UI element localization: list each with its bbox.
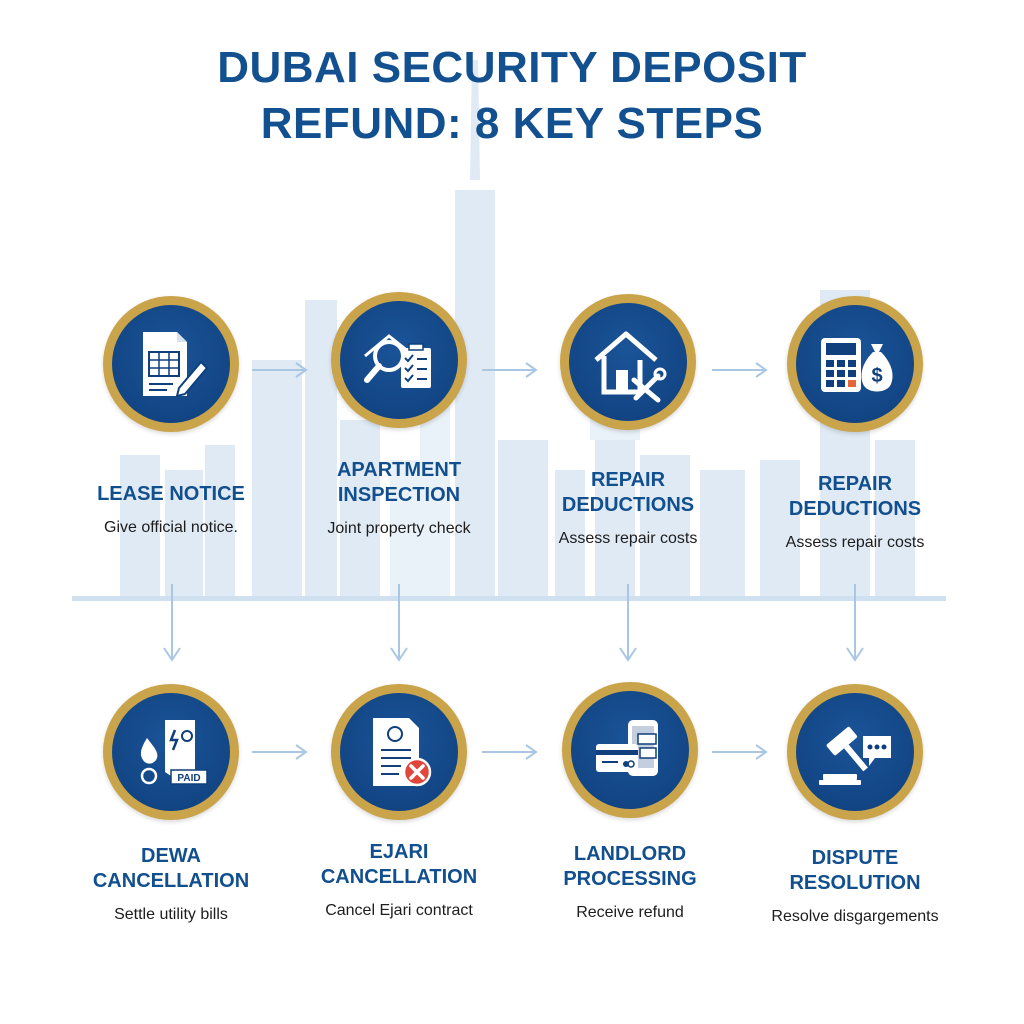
contract-cancel-icon <box>373 718 432 787</box>
step-repair-deductions-1: REPAIR DEDUCTIONS Assess repair costs <box>508 294 748 550</box>
step-description: Assess repair costs <box>785 534 925 551</box>
gavel-speech-bubble-icon <box>819 726 891 785</box>
step-title: REPAIR DEDUCTIONS <box>788 473 922 520</box>
paid-stamp-label: PAID <box>177 773 200 784</box>
step-badge <box>331 684 467 820</box>
calculator-money-bag-icon: $ <box>821 338 893 392</box>
title-line-1: DUBAI SECURITY DEPOSIT <box>217 43 807 92</box>
page-title: DUBAI SECURITY DEPOSIT REFUND: 8 KEY STE… <box>0 40 1024 152</box>
step-ejari-cancellation: EJARI CANCELLATION Cancel Ejari contract <box>279 684 519 922</box>
arrow-down-icon <box>619 584 637 662</box>
step-badge <box>787 684 923 820</box>
inspection-magnifier-checklist-icon <box>364 334 431 388</box>
step-description: Give official notice. <box>104 519 238 536</box>
step-dispute-resolution: DISPUTE RESOLUTION Resolve disgargements <box>735 684 975 928</box>
step-badge: PAID <box>103 684 239 820</box>
step-description: Joint property check <box>327 520 471 537</box>
step-title: DEWA CANCELLATION <box>92 845 250 892</box>
step-title: REPAIR DEDUCTIONS <box>561 469 695 516</box>
step-badge <box>562 682 698 818</box>
step-description: Receive refund <box>576 904 684 921</box>
step-landlord-processing: LANDLORD PROCESSING Receive refund <box>510 682 750 924</box>
step-repair-deductions-2: $ REPAIR DEDUCTIONS Assess repair costs <box>735 296 975 554</box>
step-title: LEASE NOTICE <box>97 483 245 505</box>
arrow-right-icon <box>712 362 768 378</box>
card-phone-refund-icon <box>596 720 658 776</box>
step-description: Resolve disgargements <box>771 908 939 925</box>
step-dewa-cancellation: PAID DEWA CANCELLATION Settle utility bi… <box>51 684 291 926</box>
step-badge <box>103 296 239 432</box>
arrow-right-icon <box>712 744 768 760</box>
arrow-down-icon <box>846 584 864 662</box>
step-description: Cancel Ejari contract <box>325 902 473 919</box>
step-badge <box>331 292 467 428</box>
step-lease-notice: LEASE NOTICE Give official notice. <box>51 296 291 539</box>
step-description: Settle utility bills <box>114 906 228 923</box>
arrow-right-icon <box>482 362 538 378</box>
step-title: APARTMENT INSPECTION <box>336 459 462 506</box>
svg-text:$: $ <box>871 365 882 387</box>
step-title: EJARI CANCELLATION <box>320 841 478 888</box>
arrow-right-icon <box>252 362 308 378</box>
utility-bill-paid-icon: PAID <box>140 720 208 785</box>
arrow-right-icon <box>482 744 538 760</box>
title-line-2: REFUND: 8 KEY STEPS <box>260 99 764 148</box>
step-description: Assess repair costs <box>558 530 698 547</box>
arrow-down-icon <box>390 584 408 662</box>
lease-document-pen-icon <box>143 332 209 398</box>
step-title: LANDLORD PROCESSING <box>563 843 697 890</box>
step-badge: $ <box>787 296 923 432</box>
arrow-down-icon <box>163 584 181 662</box>
step-apartment-inspection: APARTMENT INSPECTION Joint property chec… <box>279 292 519 540</box>
step-badge <box>560 294 696 430</box>
arrow-right-icon <box>252 744 308 760</box>
house-repair-tools-icon <box>594 331 667 403</box>
step-title: DISPUTE RESOLUTION <box>789 847 921 894</box>
